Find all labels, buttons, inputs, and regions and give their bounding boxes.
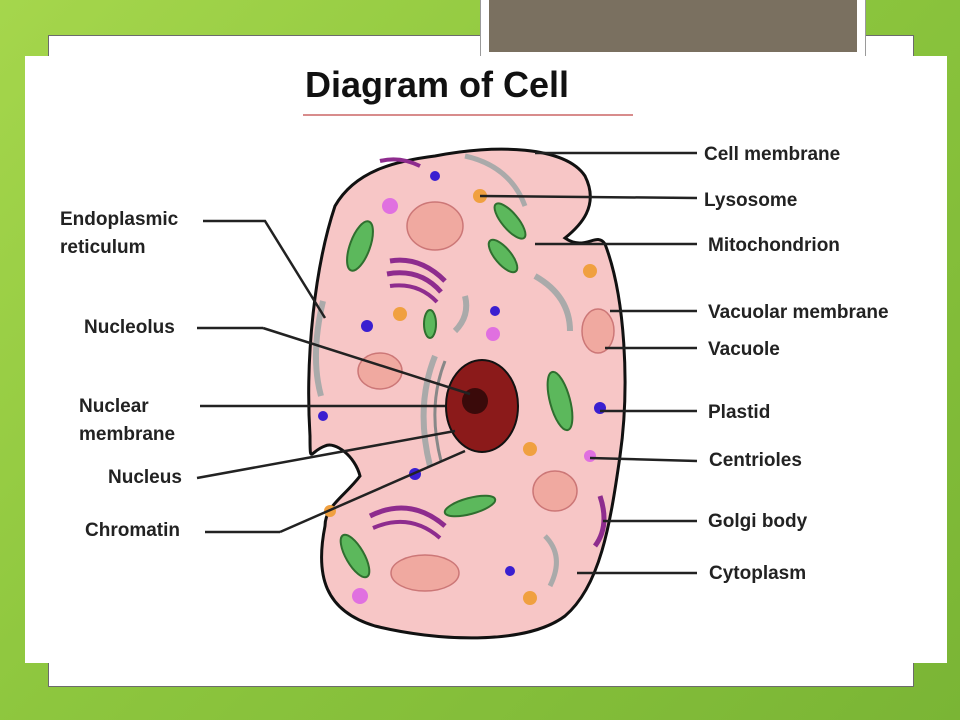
label-plastid: Plastid <box>708 402 771 423</box>
label-membrane: membrane <box>79 424 176 445</box>
label-vacuole: Vacuole <box>708 339 780 360</box>
label-reticulum: reticulum <box>60 237 146 258</box>
label-nuclear: Nuclear <box>79 396 149 417</box>
label-centrioles: Centrioles <box>709 450 802 471</box>
label-vacuolar-membrane: Vacuolar membrane <box>708 302 889 323</box>
label-endoplasmic: Endoplasmic <box>60 209 179 230</box>
label-nucleus: Nucleus <box>108 467 182 488</box>
label-mitochondrion: Mitochondrion <box>708 235 840 256</box>
title-placeholder-fill <box>489 0 857 52</box>
label-chromatin: Chromatin <box>85 520 180 541</box>
diagram-title: Diagram of Cell <box>305 64 570 105</box>
label-lysosome: Lysosome <box>704 190 798 211</box>
title-placeholder-tab <box>480 0 866 59</box>
cell-diagram-image: Diagram of Cell Cell membrane Lysosome M… <box>25 56 947 663</box>
label-nucleolus: Nucleolus <box>84 317 175 338</box>
label-cell-membrane: Cell membrane <box>704 144 841 165</box>
label-golgi-body: Golgi body <box>708 511 808 532</box>
label-cytoplasm: Cytoplasm <box>709 563 807 584</box>
title-underline <box>303 114 633 116</box>
cell-diagram-drawing <box>196 147 698 640</box>
